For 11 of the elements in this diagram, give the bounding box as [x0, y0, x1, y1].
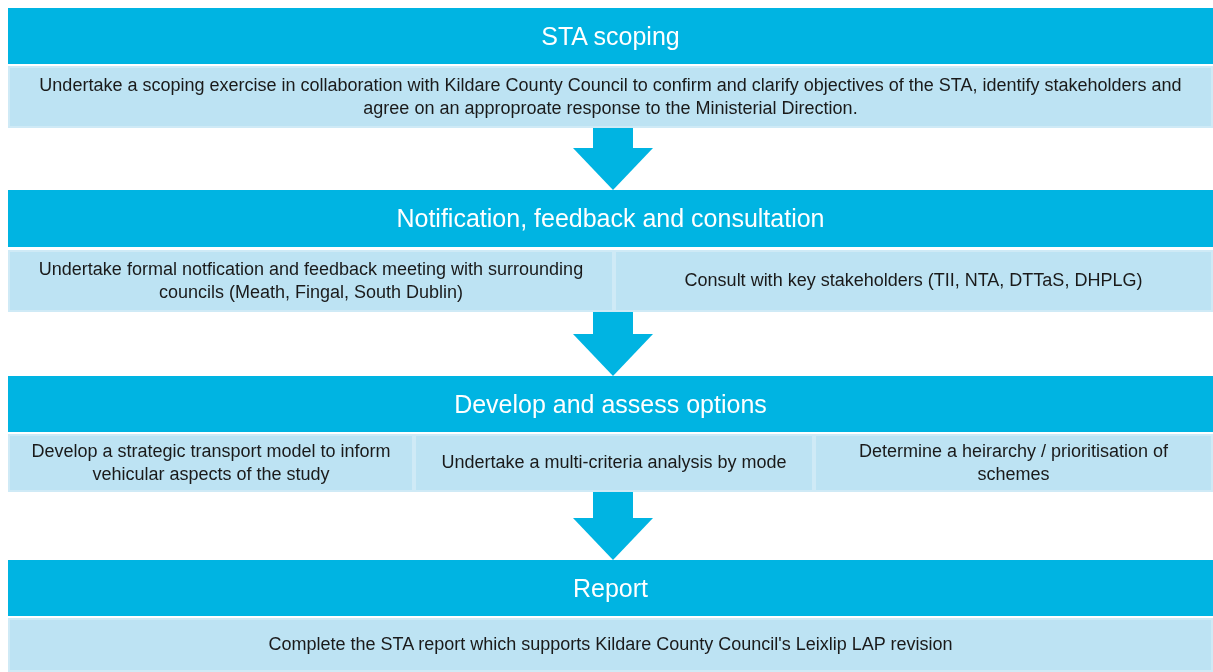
step-box: Undertake a multi-criteria analysis by mode — [414, 434, 814, 492]
step-box: Undertake a scoping exercise in collaboration with Kildare County Council to confirm and clarify objectives of the STA, identify stakeholders and agree on an approproate response to the Ministerial Direction. — [8, 66, 1213, 128]
stage-header: Notification, feedback and consultation — [8, 190, 1213, 247]
stage-header: Report — [8, 560, 1213, 616]
step-box: Determine a heirarchy / prioritisation of schemes — [814, 434, 1213, 492]
step-box: Complete the STA report which supports Kildare County Council's Leixlip LAP revision — [8, 618, 1213, 672]
step-box: Develop a strategic transport model to inform vehicular aspects of the study — [8, 434, 414, 492]
stage-header: Develop and assess options — [8, 376, 1213, 432]
stage-header: STA scoping — [8, 8, 1213, 64]
step-box: Consult with key stakeholders (TII, NTA, DTTaS, DHPLG) — [614, 250, 1213, 312]
step-box: Undertake formal notfication and feedback meeting with surrounding councils (Meath, Fingal, South Dublin) — [8, 250, 614, 312]
